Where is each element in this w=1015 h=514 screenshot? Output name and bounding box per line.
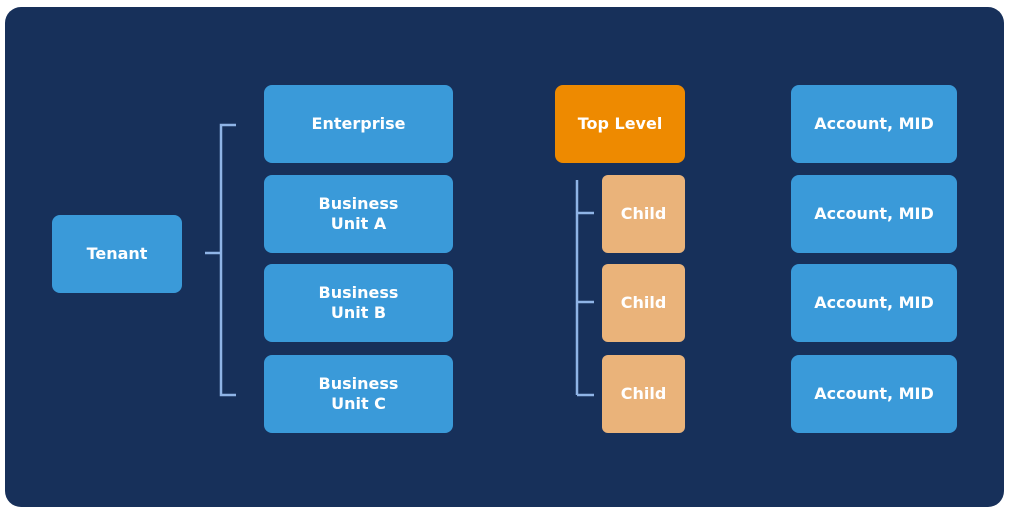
child-box-3: Child — [602, 355, 685, 433]
account-box-1: Account, MID — [791, 85, 957, 163]
tenant-label: Tenant — [86, 244, 148, 263]
business-unit-a-label: Business Unit A — [318, 194, 399, 233]
top-level-label: Top Level — [577, 114, 663, 133]
business-unit-b-label: Business Unit B — [318, 283, 399, 322]
child-box-2: Child — [602, 264, 685, 342]
account-label: Account, MID — [814, 293, 934, 312]
account-box-3: Account, MID — [791, 264, 957, 342]
account-box-2: Account, MID — [791, 175, 957, 253]
account-label: Account, MID — [814, 114, 934, 133]
top-level-to-children-bracket — [575, 180, 594, 397]
child-label: Child — [620, 384, 667, 403]
child-label: Child — [620, 204, 667, 223]
account-label: Account, MID — [814, 204, 934, 223]
child-label: Child — [620, 293, 667, 312]
enterprise-box: Enterprise — [264, 85, 453, 163]
business-unit-c-label: Business Unit C — [318, 374, 399, 413]
business-unit-c-box: Business Unit C — [264, 355, 453, 433]
business-unit-b-box: Business Unit B — [264, 264, 453, 342]
enterprise-label: Enterprise — [311, 114, 406, 133]
account-box-4: Account, MID — [791, 355, 957, 433]
account-label: Account, MID — [814, 384, 934, 403]
business-unit-a-box: Business Unit A — [264, 175, 453, 253]
child-box-1: Child — [602, 175, 685, 253]
tenant-box: Tenant — [52, 215, 182, 293]
tenant-to-units-bracket — [205, 123, 236, 397]
top-level-box: Top Level — [555, 85, 685, 163]
